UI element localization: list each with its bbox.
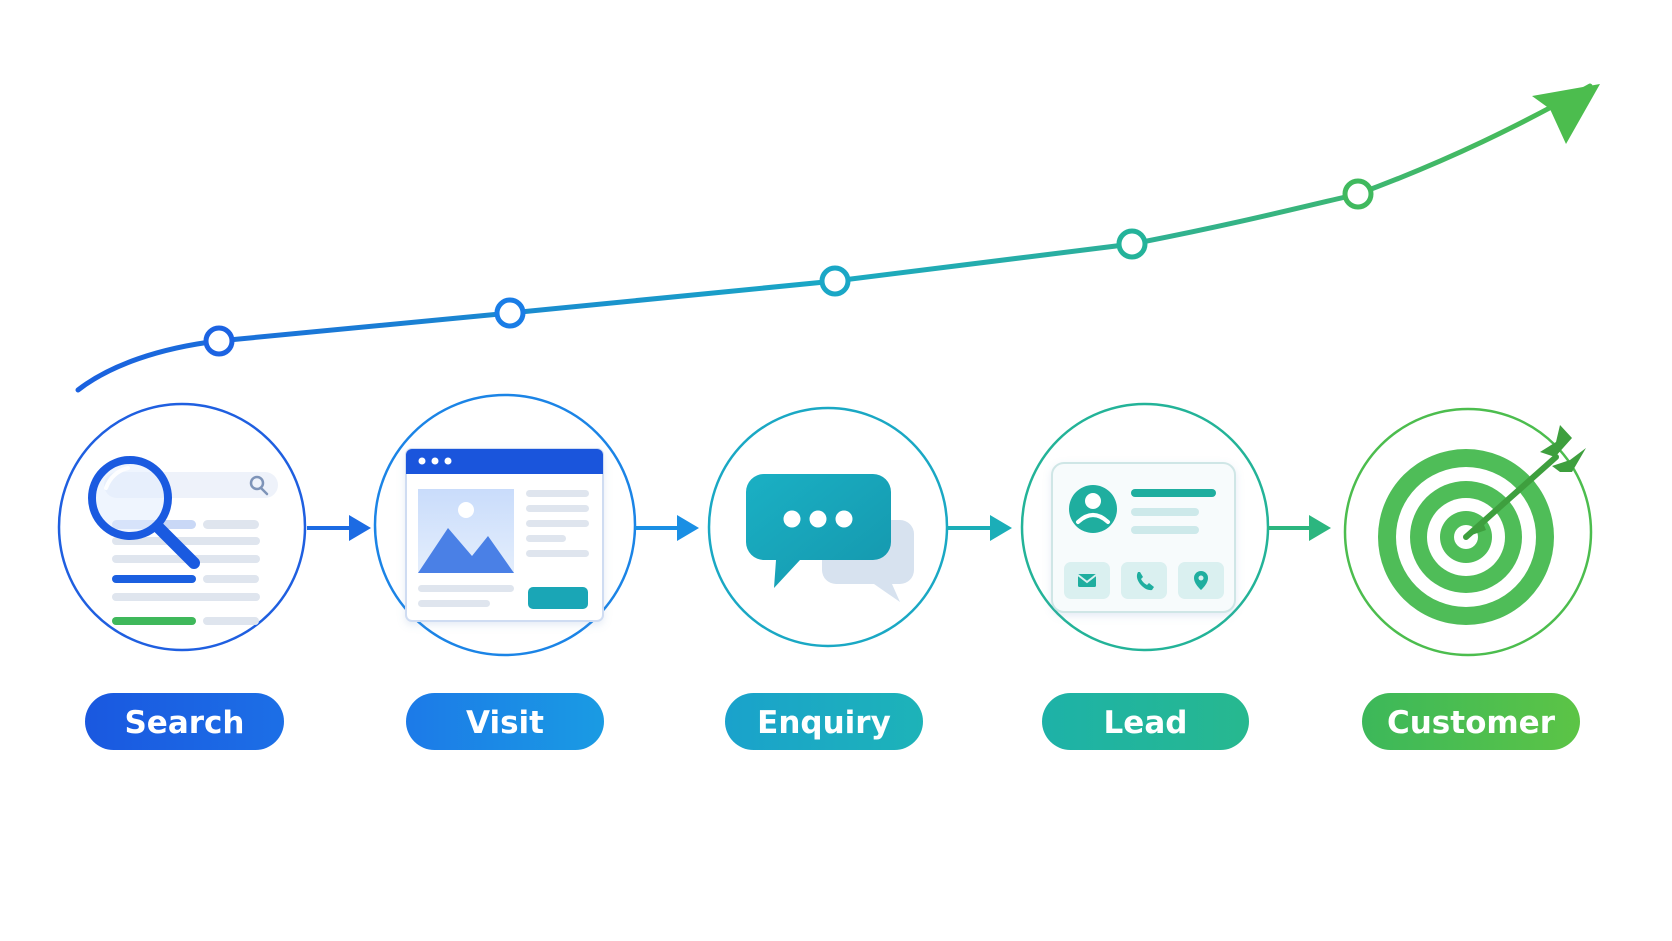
stage-pill-customer: Customer	[1362, 693, 1580, 750]
stage-pill-search: Search	[85, 693, 284, 750]
arrow-right-icon	[947, 515, 1012, 541]
growth-arrow-icon	[1532, 84, 1600, 144]
curve-node-5	[1342, 178, 1374, 210]
stage-connectors	[307, 515, 1331, 541]
stage-label-lead: Lead	[1104, 705, 1188, 741]
stage-label-search: Search	[124, 705, 244, 741]
search-icon	[88, 456, 278, 625]
stage-labels: Search Visit Enquiry Lead Customer	[85, 693, 1580, 750]
curve-node-2	[494, 297, 526, 329]
curve-node-3	[819, 265, 851, 297]
growth-curve	[75, 83, 1600, 393]
stage-label-enquiry: Enquiry	[757, 705, 891, 741]
arrow-right-icon	[1268, 515, 1331, 541]
chat-icon	[746, 474, 914, 602]
stage-pill-enquiry: Enquiry	[725, 693, 923, 750]
stage-pill-lead: Lead	[1042, 693, 1249, 750]
growth-line	[75, 83, 1593, 393]
contact-card-icon	[1051, 462, 1236, 613]
curve-node-1	[203, 325, 235, 357]
stage-label-visit: Visit	[466, 705, 544, 741]
target-icon	[1378, 425, 1586, 625]
arrow-right-icon	[635, 515, 699, 541]
stage-label-customer: Customer	[1387, 705, 1556, 741]
arrow-right-icon	[307, 515, 371, 541]
curve-node-4	[1116, 228, 1148, 260]
stage-pill-visit: Visit	[406, 693, 604, 750]
webpage-icon	[405, 448, 604, 622]
